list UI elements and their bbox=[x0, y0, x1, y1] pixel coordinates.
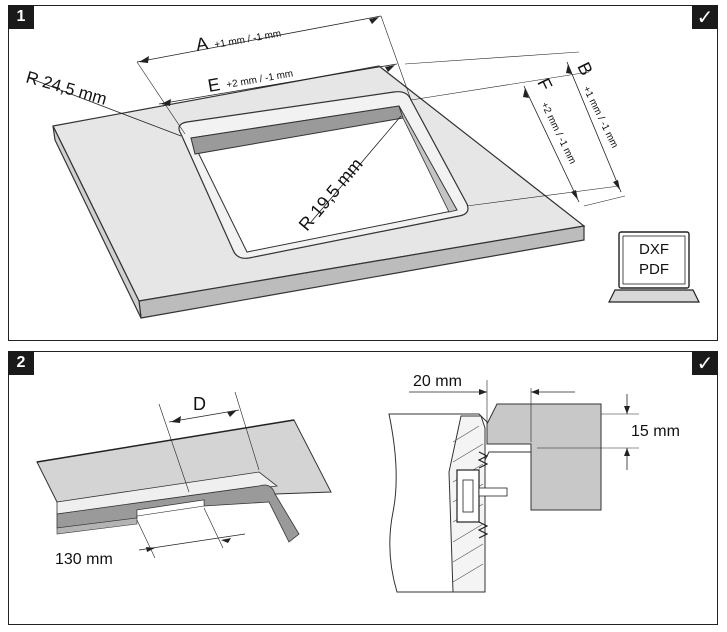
laptop-icon: DXF PDF bbox=[608, 231, 700, 303]
dimension-130mm: 130 mm bbox=[55, 551, 113, 568]
dimension-f-letter: F bbox=[533, 75, 556, 94]
laptop-pdf-label: PDF bbox=[639, 261, 669, 278]
dimension-f-tolerance: +2 mm / -1 mm bbox=[538, 100, 577, 166]
cutout-diagram: A +1 mm / -1 mm E +2 mm / -1 mm R 24,5 m… bbox=[24, 15, 700, 319]
worktop-corner-detail bbox=[36, 419, 332, 543]
dimension-15mm: 15 mm bbox=[631, 423, 680, 440]
step-number-badge: 2 bbox=[8, 351, 34, 375]
step-number-badge: 1 bbox=[8, 5, 34, 29]
dimension-b-letter: B bbox=[573, 59, 596, 79]
dimension-a-tolerance: +1 mm / -1 mm bbox=[214, 28, 282, 51]
cross-section-detail bbox=[388, 403, 602, 593]
checkmark-icon: ✓ bbox=[692, 5, 718, 29]
checkmark-icon: ✓ bbox=[692, 351, 718, 375]
outer-radius-label: R 24,5 mm bbox=[24, 68, 109, 109]
cutout-right-wall bbox=[398, 105, 458, 213]
dimension-d-letter: D bbox=[193, 394, 206, 414]
installation-detail-diagram: D 130 mm bbox=[36, 373, 680, 593]
step-1-panel: 1 ✓ A +1 mm / -1 mm E +2 mm / -1 mm R 24… bbox=[8, 5, 718, 341]
dimension-e-letter: E bbox=[206, 74, 221, 96]
dimension-b-tolerance: +1 mm / -1 mm bbox=[580, 84, 619, 150]
dimension-20mm: 20 mm bbox=[413, 373, 462, 390]
step-2-panel: 2 ✓ D 130 mm bbox=[8, 351, 718, 625]
laptop-dxf-label: DXF bbox=[639, 241, 669, 258]
worktop-left-edge bbox=[52, 125, 142, 319]
dimension-a-letter: A bbox=[194, 33, 209, 55]
